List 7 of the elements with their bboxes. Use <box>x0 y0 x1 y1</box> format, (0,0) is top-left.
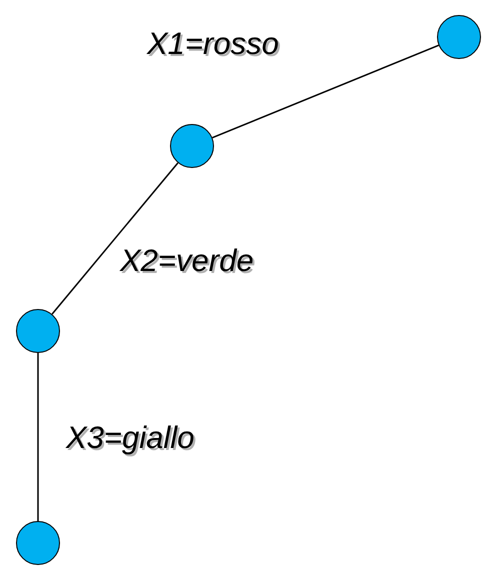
circle-node <box>437 15 481 59</box>
connector-line <box>52 162 178 315</box>
circle-node <box>16 309 60 353</box>
connector-line <box>212 44 439 138</box>
circle-node <box>16 521 60 565</box>
circle-node <box>170 124 214 168</box>
connector-line <box>37 353 39 521</box>
